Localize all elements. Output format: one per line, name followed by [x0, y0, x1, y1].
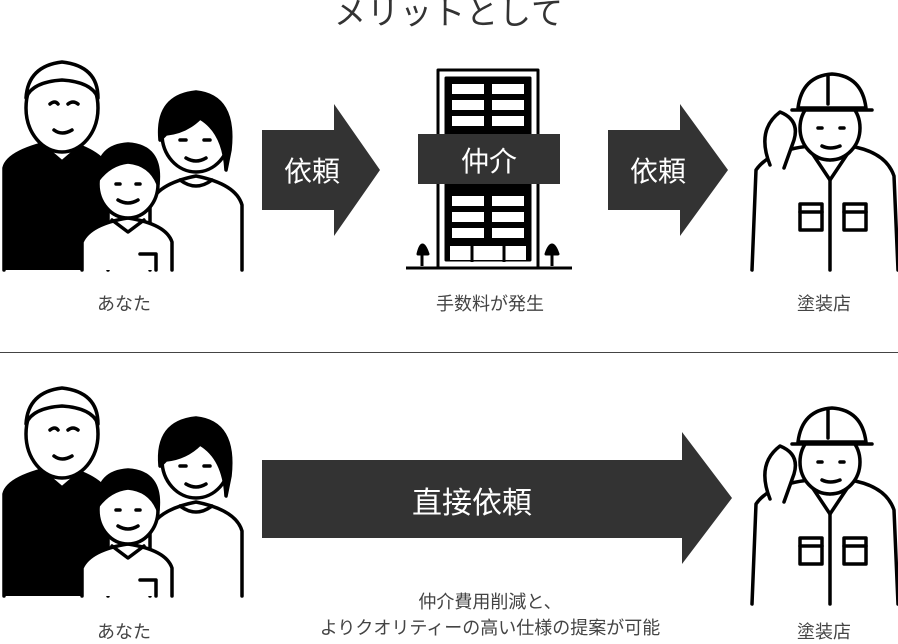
painter-icon	[750, 72, 898, 272]
arrow-direct-request	[262, 432, 732, 564]
arrow-request-painter	[608, 104, 728, 236]
request-label-2: 依頼	[629, 155, 686, 188]
diagram-title: メリットとして	[333, 0, 565, 32]
section-divider	[0, 352, 898, 353]
family-icon-bottom	[2, 386, 244, 598]
you-label: あなた	[97, 294, 151, 315]
arrow-request-broker	[262, 104, 380, 236]
request-label-1: 依頼	[283, 155, 340, 188]
family-icon	[2, 60, 244, 272]
you-label-bottom: あなた	[97, 622, 151, 643]
painter-label-bottom: 塗装店	[797, 622, 851, 643]
painter-label: 塗装店	[797, 294, 851, 315]
benefit-line-1: 仲介費用削減と、	[418, 592, 562, 613]
fee-label: 手数料が発生	[436, 294, 544, 315]
broker-label: 仲介	[460, 145, 517, 178]
benefit-note: 仲介費用削減と、 よりクオリティーの高い仕様の提案が可能	[290, 590, 690, 642]
benefit-line-2: よりクオリティーの高い仕様の提案が可能	[319, 618, 661, 639]
painter-icon-bottom	[750, 406, 898, 606]
direct-request-label: 直接依頼	[412, 486, 532, 521]
broker-box	[418, 134, 560, 184]
